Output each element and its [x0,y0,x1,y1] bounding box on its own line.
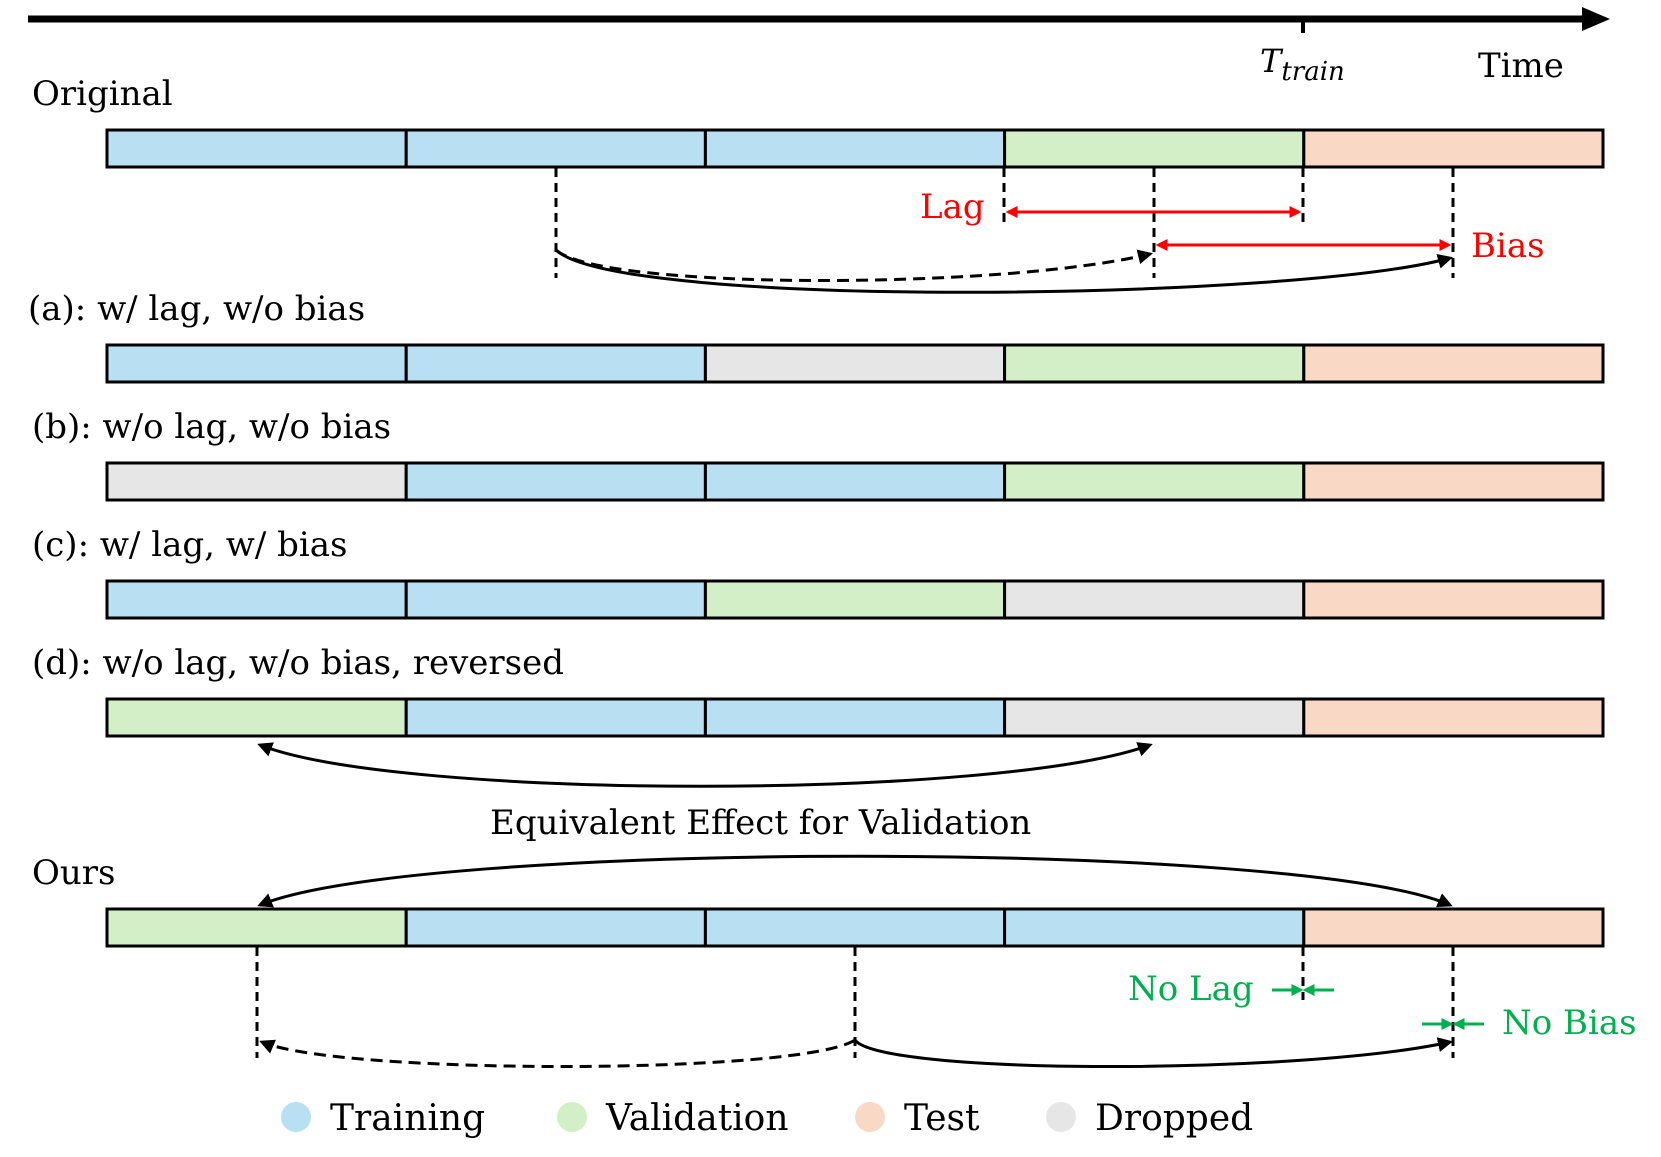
bar-ours [105,907,1605,948]
legend-label-validation: Validation [605,1098,789,1139]
validation-segment [1003,461,1306,502]
split-bars [105,128,1605,948]
validation-segment [105,907,408,948]
training-segment [703,461,1007,502]
test-segment [1302,907,1605,948]
validation-segment [703,579,1007,620]
t-train-label: Ttrain [1260,42,1345,87]
training-segment [404,461,707,502]
bar-b [105,461,1605,502]
training-segment [703,907,1007,948]
time-axis-arrowhead [1582,7,1610,31]
row-label-d: (d): w/o lag, w/o bias, reversed [32,643,564,683]
time-axis: Ttrain Time [28,7,1610,87]
bar-d [105,697,1605,738]
training-segment [105,128,408,169]
legend-swatch-validation [557,1102,587,1132]
training-segment [404,579,707,620]
validation-segment [1003,128,1306,169]
reversed-curved-arrow [257,742,1153,788]
time-label: Time [1478,46,1564,86]
legend-label-training: Training [330,1098,485,1139]
training-segment [1003,907,1306,948]
validation-segment [105,697,408,738]
ours-annotations: No Lag No Bias [255,947,1637,1068]
training-segment [404,697,707,738]
dashed-curved-arrow [554,248,1153,283]
dropped-segment [1003,697,1306,738]
bias-label: Bias [1471,226,1545,266]
bar-original [105,128,1605,169]
solid-curved-arrow [853,1037,1453,1068]
no-bias-label: No Bias [1502,1003,1637,1043]
row-label-ours: Ours [32,853,115,893]
legend-swatch-training [281,1102,311,1132]
training-segment [404,343,707,384]
training-segment [703,128,1007,169]
test-segment [1302,128,1605,169]
equivalent-curved-arrow [257,854,1453,908]
test-segment [1302,697,1605,738]
solid-curved-arrow [554,248,1453,294]
row-label-b: (b): w/o lag, w/o bias [32,407,391,447]
dropped-segment [105,461,408,502]
training-segment [105,579,408,620]
lag-label: Lag [920,187,985,227]
bar-c [105,579,1605,620]
legend-label-test: Test [904,1098,980,1139]
training-segment [404,907,707,948]
legend-label-dropped: Dropped [1095,1098,1253,1139]
legend-swatch-dropped [1046,1102,1076,1132]
dashed-curved-arrow [259,1038,856,1068]
row-label-c: (c): w/ lag, w/ bias [32,525,347,565]
legend-swatch-test [855,1102,885,1132]
row-label-original: Original [32,74,173,114]
no-lag-label: No Lag [1128,969,1254,1009]
training-segment [703,697,1007,738]
training-segment [404,128,707,169]
test-segment [1302,343,1605,384]
test-segment [1302,461,1605,502]
bar-a [105,343,1605,384]
row-label-a: (a): w/ lag, w/o bias [28,289,365,329]
original-annotations: Lag Bias [554,168,1545,294]
equivalent-effect-label: Equivalent Effect for Validation [490,803,1031,843]
test-segment [1302,579,1605,620]
validation-segment [1003,343,1306,384]
dropped-segment [703,343,1007,384]
training-segment [105,343,408,384]
legend: Training Validation Test Dropped [281,1098,1253,1139]
dropped-segment [1003,579,1306,620]
